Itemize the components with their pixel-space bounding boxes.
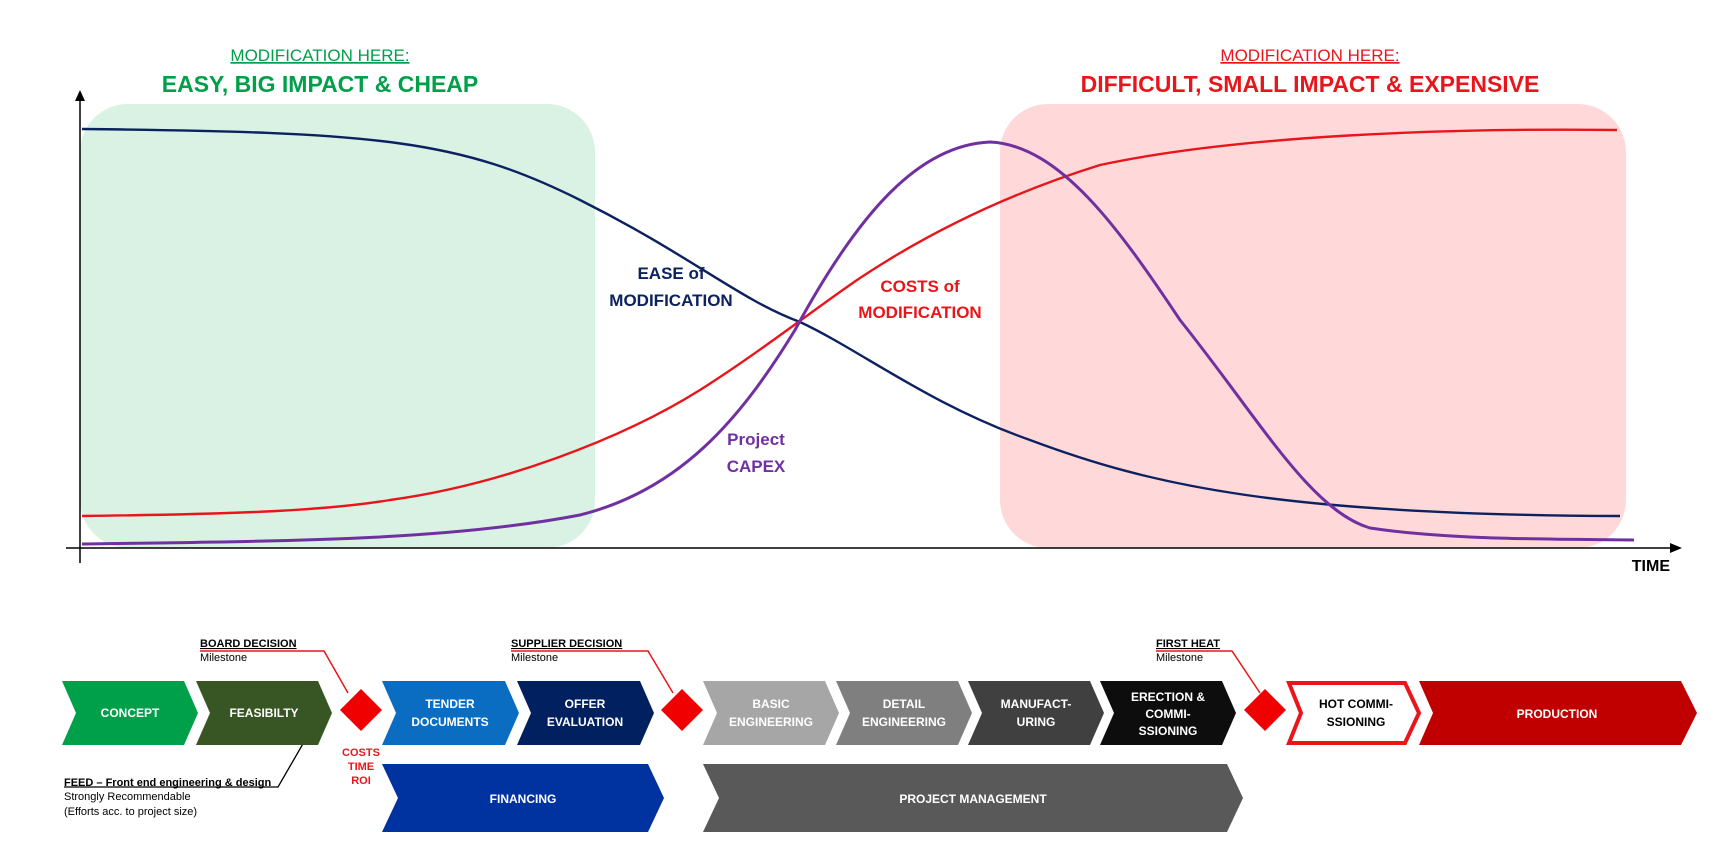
phase-financing <box>382 764 664 832</box>
difficult-modification-zone <box>1000 104 1626 548</box>
phase-manuf-line1: MANUFACT- <box>1001 697 1072 711</box>
first-heat-connector <box>1156 650 1261 694</box>
phase-erection-line3: SSIONING <box>1139 724 1198 738</box>
easy-modification-zone <box>80 104 595 548</box>
costs-label-line1: COSTS of <box>880 277 960 296</box>
phase-manuf-line2: URING <box>1017 715 1056 729</box>
phase-hot-commissioning <box>1286 681 1422 745</box>
phase-hot-line2: SSIONING <box>1327 715 1386 729</box>
x-axis-label: TIME <box>1632 558 1671 575</box>
capex-label-line2: CAPEX <box>727 457 786 476</box>
phase-financing-label: FINANCING <box>490 792 557 806</box>
phase-hot-line1: HOT COMMI- <box>1319 697 1393 711</box>
phase-erection-commissioning <box>1100 681 1236 745</box>
phase-detail-engineering <box>836 681 972 745</box>
phase-basic-engineering <box>703 681 839 745</box>
phase-concept <box>62 681 198 745</box>
feed-note-line2: Strongly Recommendable <box>64 791 191 803</box>
phase-project-management <box>703 764 1243 832</box>
costs-of-modification-curve <box>81 128 1618 518</box>
phase-basic-line1: BASIC <box>752 697 790 711</box>
supplier-decision-title: SUPPLIER DECISION <box>511 638 622 650</box>
phase-erection-line2: COMMI- <box>1145 707 1190 721</box>
phase-tender-line2: DOCUMENTS <box>411 715 488 729</box>
feed-note-line3: (Efforts acc. to project size) <box>64 806 197 818</box>
phase-feasibility <box>196 681 332 745</box>
y-axis-arrow <box>75 90 85 101</box>
ease-label-line1: EASE of <box>637 264 704 283</box>
costs-label-line2: MODIFICATION <box>858 303 981 322</box>
gate-costs-label: COSTS <box>342 747 380 759</box>
supplier-decision-connector <box>511 650 674 694</box>
phase-manufacturing <box>968 681 1104 745</box>
project-capex-curve <box>81 140 1635 546</box>
gate-roi-label: ROI <box>351 775 371 787</box>
phase-erection-line1: ERECTION & <box>1131 690 1205 704</box>
left-zone-caption: MODIFICATION HERE: <box>230 46 409 65</box>
board-decision-connector <box>200 650 349 694</box>
feed-note-title: FEED – Front end engineering & design <box>64 777 271 789</box>
phase-concept-label: CONCEPT <box>101 706 160 720</box>
first-heat-title: FIRST HEAT <box>1156 638 1220 650</box>
first-heat-diamond <box>1244 689 1286 731</box>
first-heat-sub: Milestone <box>1156 652 1203 664</box>
phase-basic-line2: ENGINEERING <box>729 715 813 729</box>
x-axis-arrow <box>1670 543 1682 553</box>
phase-tender-line1: TENDER <box>425 697 475 711</box>
ease-label-line2: MODIFICATION <box>609 291 732 310</box>
phase-tender-documents <box>382 681 519 745</box>
right-zone-title: DIFFICULT, SMALL IMPACT & EXPENSIVE <box>1081 71 1540 97</box>
board-decision-title: BOARD DECISION <box>200 638 297 650</box>
phase-detail-line2: ENGINEERING <box>862 715 946 729</box>
phase-offer-line1: OFFER <box>565 697 606 711</box>
phase-offer-evaluation <box>517 681 654 745</box>
phase-project-management-label: PROJECT MANAGEMENT <box>899 792 1047 806</box>
phase-offer-line2: EVALUATION <box>547 715 623 729</box>
board-decision-diamond <box>340 689 382 731</box>
supplier-decision-sub: Milestone <box>511 652 558 664</box>
phase-production <box>1419 681 1697 745</box>
gate-time-label: TIME <box>348 761 374 773</box>
phase-feasibility-label: FEASIBILTY <box>229 706 298 720</box>
left-zone-title: EASY, BIG IMPACT & CHEAP <box>162 71 479 97</box>
board-decision-sub: Milestone <box>200 652 247 664</box>
right-zone-caption: MODIFICATION HERE: <box>1220 46 1399 65</box>
phase-detail-line1: DETAIL <box>883 697 925 711</box>
supplier-decision-diamond <box>661 689 703 731</box>
phase-production-label: PRODUCTION <box>1517 707 1598 721</box>
capex-label-line1: Project <box>727 430 785 449</box>
ease-of-modification-curve <box>81 127 1621 518</box>
